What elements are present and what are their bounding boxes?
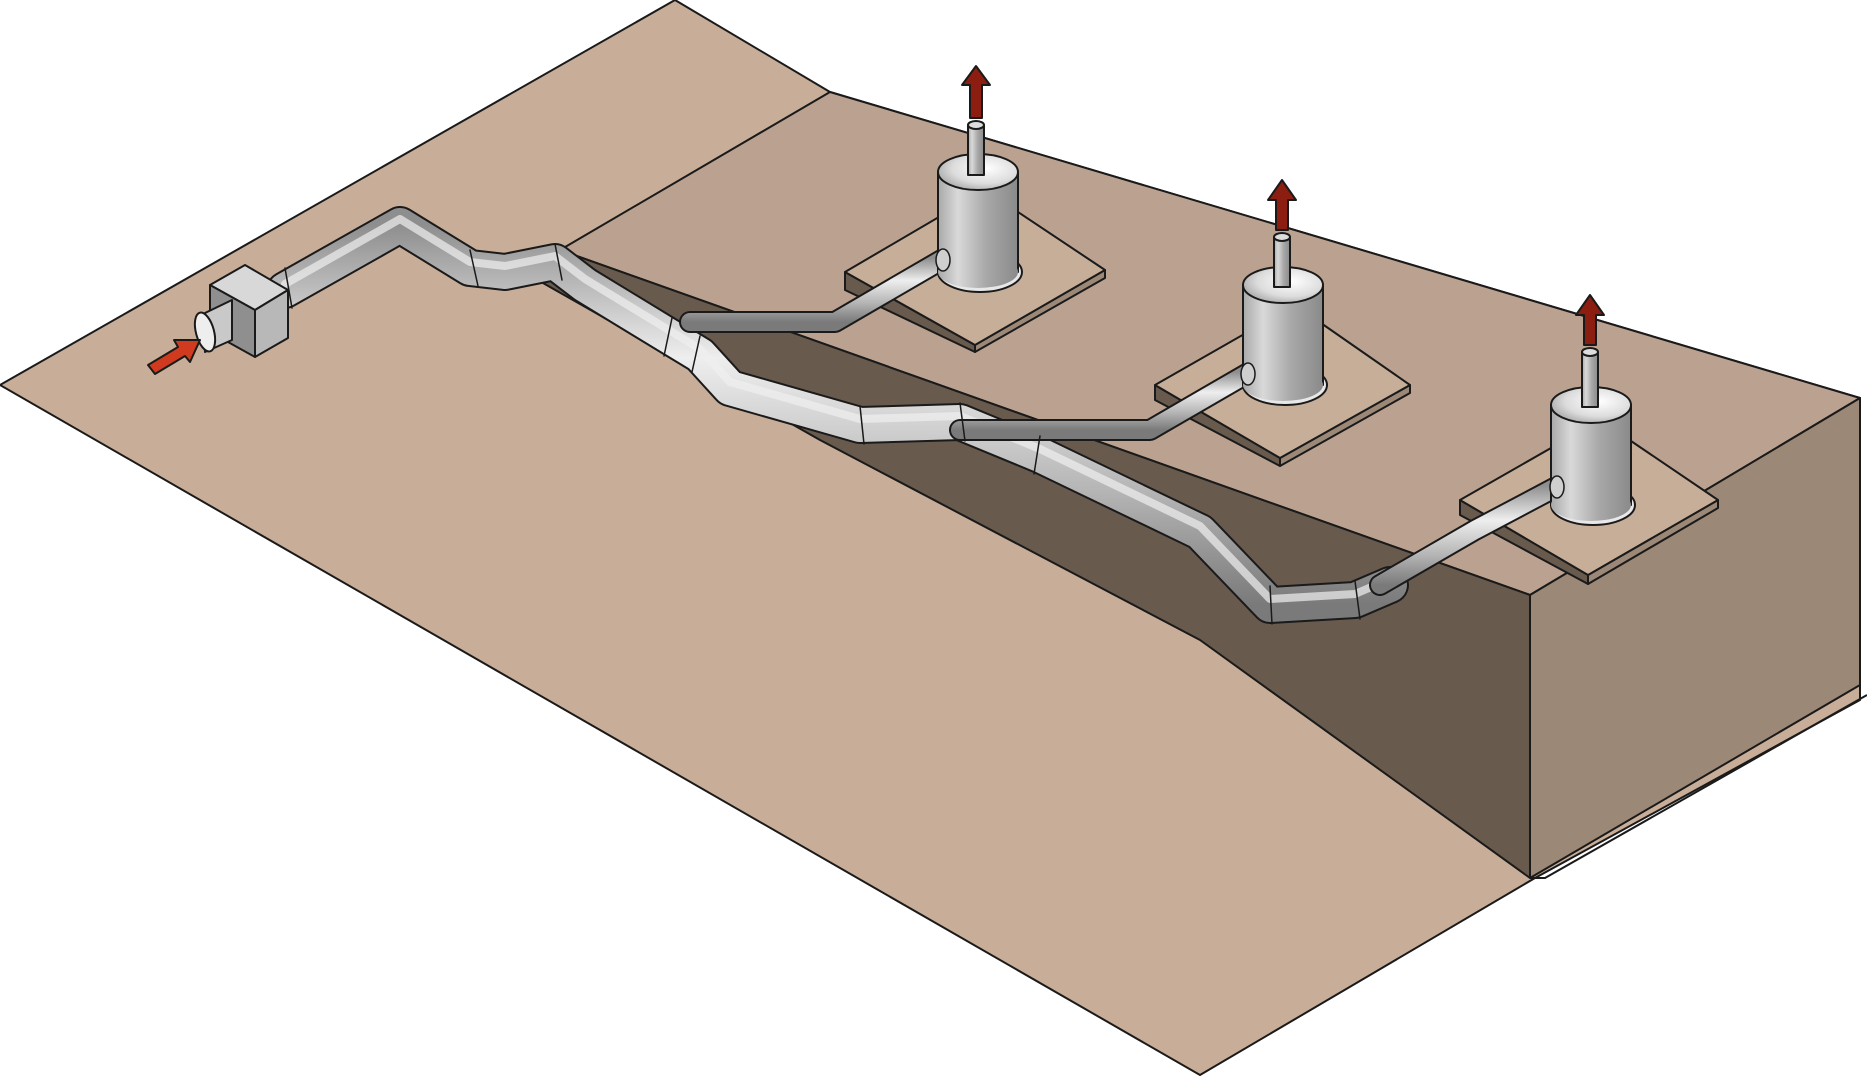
branch-duct-1 [679, 247, 956, 333]
outlet-arrow-icon-2 [1267, 179, 1297, 231]
exhaust-stack-1 [937, 65, 1023, 293]
duct-system [266, 206, 1571, 625]
duct-joints [284, 243, 1361, 625]
inlet-box-side [254, 289, 289, 358]
branch-duct-2 [949, 361, 1261, 441]
outlet-arrow-icon-3 [1575, 294, 1605, 346]
branch-duct-3 [1369, 474, 1571, 596]
outlet-arrow-icon-1 [961, 65, 991, 119]
branch-collars [935, 248, 1565, 499]
plateau-side [1529, 397, 1861, 879]
inlet-arrow-icon [147, 339, 201, 375]
exhaust-stack-3 [1550, 294, 1636, 526]
exhaust-stack-2 [1242, 179, 1328, 406]
inlet-assembly [147, 264, 289, 375]
main-duct [266, 206, 1409, 624]
